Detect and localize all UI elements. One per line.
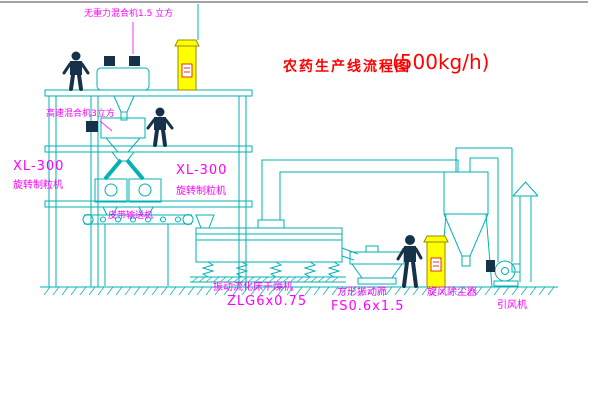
label-leader-lines <box>99 22 134 132</box>
label-granulator-right-model: XL-300 <box>176 163 228 178</box>
dryer-foundation-hatching <box>191 276 339 283</box>
belt-conveyor-machine <box>82 214 194 286</box>
exhaust-duct <box>261 159 459 220</box>
bucket-elevator-top <box>174 4 200 91</box>
label-belt-conveyor: 皮带输送机 <box>108 211 154 221</box>
label-dryer-model: ZLG6x0.75 <box>227 294 308 309</box>
granulator-right-machine <box>128 178 162 216</box>
cyclone-separator-machine <box>439 147 513 288</box>
worker-figure-ground <box>396 235 423 288</box>
vibrating-sieve-machine <box>349 245 405 285</box>
fluid-bed-dryer-machine <box>190 214 359 283</box>
label-granulator-left-model: XL-300 <box>13 159 65 174</box>
exhaust-stack <box>512 181 539 282</box>
label-cyclone: 旋风除尘器 <box>427 287 477 298</box>
label-dryer-name: 振动流化床干燥机 <box>213 282 293 293</box>
y-splitter-chute <box>103 151 145 181</box>
ground-hatching <box>43 286 555 296</box>
label-high-speed-mixer: 高速混合机3立方 <box>46 109 115 119</box>
label-sieve-name: 方形振动筛 <box>337 287 387 298</box>
label-granulator-right-name: 旋转制粒机 <box>176 186 226 197</box>
fan-motor-icon <box>486 260 495 272</box>
label-zero-gravity-mixer: 无重力混合机1.5 立方 <box>84 9 174 19</box>
label-fan: 引风机 <box>497 300 527 311</box>
granulator-left-machine <box>94 178 128 216</box>
mixer-motor-icon <box>104 56 115 66</box>
zero-gravity-mixer <box>96 56 150 121</box>
label-granulator-left-name: 旋转制粒机 <box>13 180 63 191</box>
high-speed-mixer <box>86 117 146 153</box>
label-sieve-model: FS0.6x1.5 <box>331 299 405 314</box>
bucket-elevator-ground <box>423 235 449 288</box>
worker-figure-top-floor <box>62 51 90 91</box>
worker-figure-second-floor <box>146 107 174 147</box>
page-title: 农药生产线流程图 <box>283 59 411 75</box>
page-title-capacity: (500kg/h) <box>392 50 490 74</box>
mixer-motor-icon <box>86 121 98 132</box>
mixer-motor-icon <box>129 56 140 66</box>
ground-line <box>40 286 558 296</box>
